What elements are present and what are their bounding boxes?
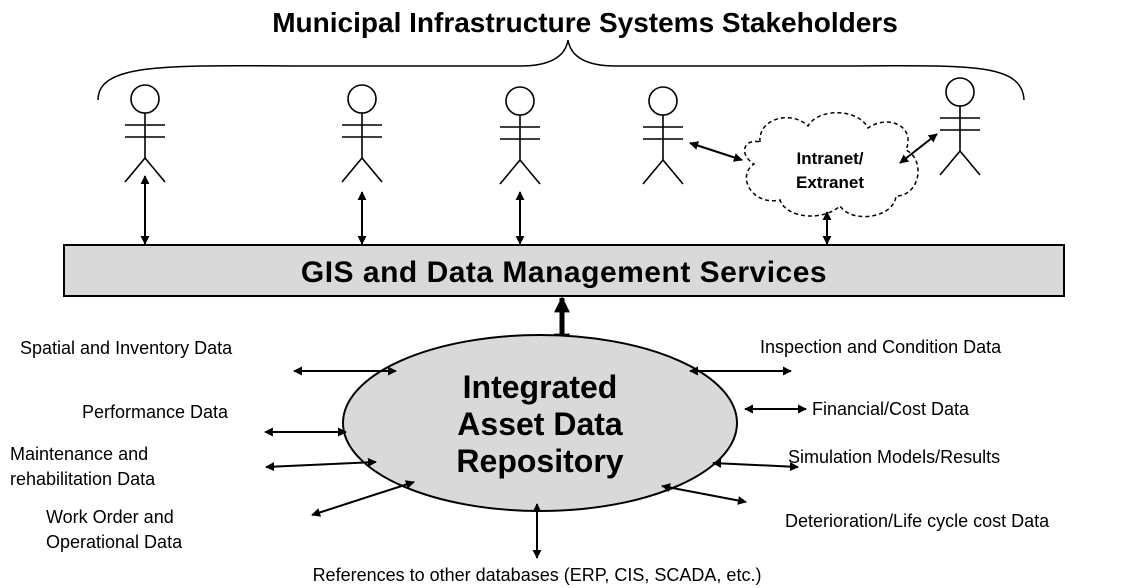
label-inspection-condition: Inspection and Condition Data [760,337,1002,357]
stakeholder-icon [124,84,166,183]
services-band [63,244,1065,297]
cloud-label-line2: Extranet [796,173,864,192]
label-workorder-line1: Work Order and [46,507,174,527]
diagram-title: Municipal Infrastructure Systems Stakeho… [272,7,898,38]
label-maintenance-line2: rehabilitation Data [10,469,156,489]
stakeholder-icon [341,84,383,183]
intranet-cloud-icon [743,112,919,218]
label-deterioration: Deterioration/Life cycle cost Data [785,511,1050,531]
label-workorder-line2: Operational Data [46,532,183,552]
repository-label-line3: Repository [456,443,623,479]
cloud-label-line1: Intranet/ [796,149,863,168]
repository-label-line2: Asset Data [457,406,623,442]
stakeholder-icon [642,86,684,185]
data-link-arrow [311,480,415,517]
label-maintenance-line1: Maintenance and [10,444,148,464]
label-financial-cost: Financial/Cost Data [812,399,970,419]
services-band-label: GIS and Data Management Services [301,256,827,289]
cloud-link-arrow [899,133,938,164]
data-link-arrow [265,457,377,472]
repository-label-line1: Integrated [463,369,618,405]
data-link-arrow [712,458,799,472]
stakeholder-icon [499,86,541,185]
stakeholder-icon [939,77,981,176]
label-performance: Performance Data [82,402,229,422]
label-simulation: Simulation Models/Results [788,447,1000,467]
label-other-databases: References to other databases (ERP, CIS,… [313,565,762,585]
data-link-arrow [661,483,747,505]
cloud-link-arrow [689,141,743,162]
label-spatial-inventory: Spatial and Inventory Data [20,338,233,358]
stakeholders-brace [97,39,1025,101]
